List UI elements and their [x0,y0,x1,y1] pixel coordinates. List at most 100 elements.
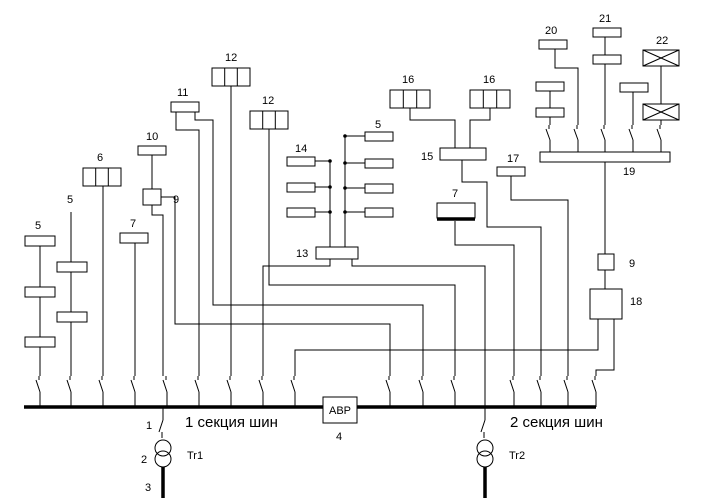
cross-lines [642,103,680,121]
label-18: 18 [630,296,642,308]
load-box [137,145,167,156]
feeder-line [294,319,599,376]
label-16: 16 [402,74,414,86]
branch-breaker [628,125,634,152]
load-box [364,158,394,169]
breaker [66,376,72,407]
transformer-tr1: Tr1 [154,407,203,498]
bus-section-1-label: 1 секция шин [185,414,278,431]
label-3: 3 [145,482,151,494]
device-9-box [142,188,162,206]
load-box [170,101,200,113]
triple-cell [469,89,511,109]
avr-label: АВР [329,405,351,417]
load-box [535,107,565,118]
label-15: 15 [421,151,433,163]
feeder-line [268,129,456,376]
breaker [385,376,391,407]
load-box [364,183,394,194]
load-box [364,131,394,142]
load-box [535,81,565,92]
label-12: 12 [262,95,274,107]
label-4: 4 [336,431,342,443]
label-19: 19 [623,166,635,178]
connector [554,49,579,125]
device-18-box [589,288,623,320]
tr2-winding-lower [476,450,494,468]
transformer-tr2: Tr2 [476,407,525,498]
feeder-5-loads [137,145,391,376]
breaker [450,376,456,407]
breaker [536,376,542,407]
feeder-line [175,112,200,376]
feeder-line [262,259,331,376]
feeder-line [595,319,615,376]
distribution-group-13 [262,131,486,407]
junction-dot [343,186,347,190]
feeder-line [351,259,486,407]
feeder-breakers [35,376,597,407]
feeder-1-loads [24,235,56,376]
group-15-box [439,147,487,161]
label-13: 13 [296,248,308,260]
breaker [509,376,515,407]
label-1: 1 [146,420,152,432]
breaker [162,376,168,407]
load-box [286,156,316,167]
distribution-group-15 [389,89,542,376]
breaker [563,376,569,407]
breaker [258,376,264,407]
load-box [24,286,56,298]
tr2-winding-upper [476,439,494,457]
triple-cell [389,89,431,109]
load-box [286,182,316,193]
feeder-7-loads [211,67,251,376]
label-16: 16 [483,74,495,86]
avr-box [322,396,358,424]
label-5: 5 [67,194,73,206]
load-box [592,54,622,65]
triple-cell [211,67,251,87]
feeder-line [454,221,515,376]
label-21: 21 [599,13,611,25]
junction-dot [343,210,347,214]
group-19-bar [539,151,671,163]
label-9: 9 [173,194,179,206]
bus-section-2-label: 2 секция шин [510,414,603,431]
device-9-link [161,196,391,376]
load-box [56,311,88,323]
label-10: 10 [146,131,158,143]
label-11: 11 [177,87,188,99]
tr1-label: Tr1 [187,450,203,462]
busbars: АВР 1 секция шин 2 секция шин [24,396,603,431]
tr2-label: Tr2 [509,450,525,462]
label-7: 7 [130,218,136,230]
label-2: 2 [141,454,147,466]
breaker [130,376,136,407]
breaker [418,376,424,407]
feeder-2-loads [56,212,88,376]
branch-breaker [656,125,662,152]
load-box [364,207,394,218]
feeder-line [510,176,569,376]
breaker [290,376,296,407]
label-20: 20 [545,25,557,37]
junction-dot [328,159,332,163]
branch-breaker [545,125,551,152]
label-17: 17 [507,153,519,165]
distribution-group-19 [294,27,680,376]
device-9-box [597,253,615,271]
label-5: 5 [375,119,381,131]
label-14: 14 [295,143,307,155]
cross-lines [642,49,680,67]
load-box [286,207,316,218]
load-box [24,336,56,348]
load-17 [496,166,569,376]
load-box [24,235,56,247]
breaker [194,376,200,407]
branch-breaker [600,125,606,152]
label-7: 7 [452,188,458,200]
tr1-winding-lower [154,450,172,468]
incomer-breaker-1 [158,407,164,438]
number-labels: 5 5 6 7 10 9 11 12 12 14 5 13 16 16 15 7… [35,13,668,494]
